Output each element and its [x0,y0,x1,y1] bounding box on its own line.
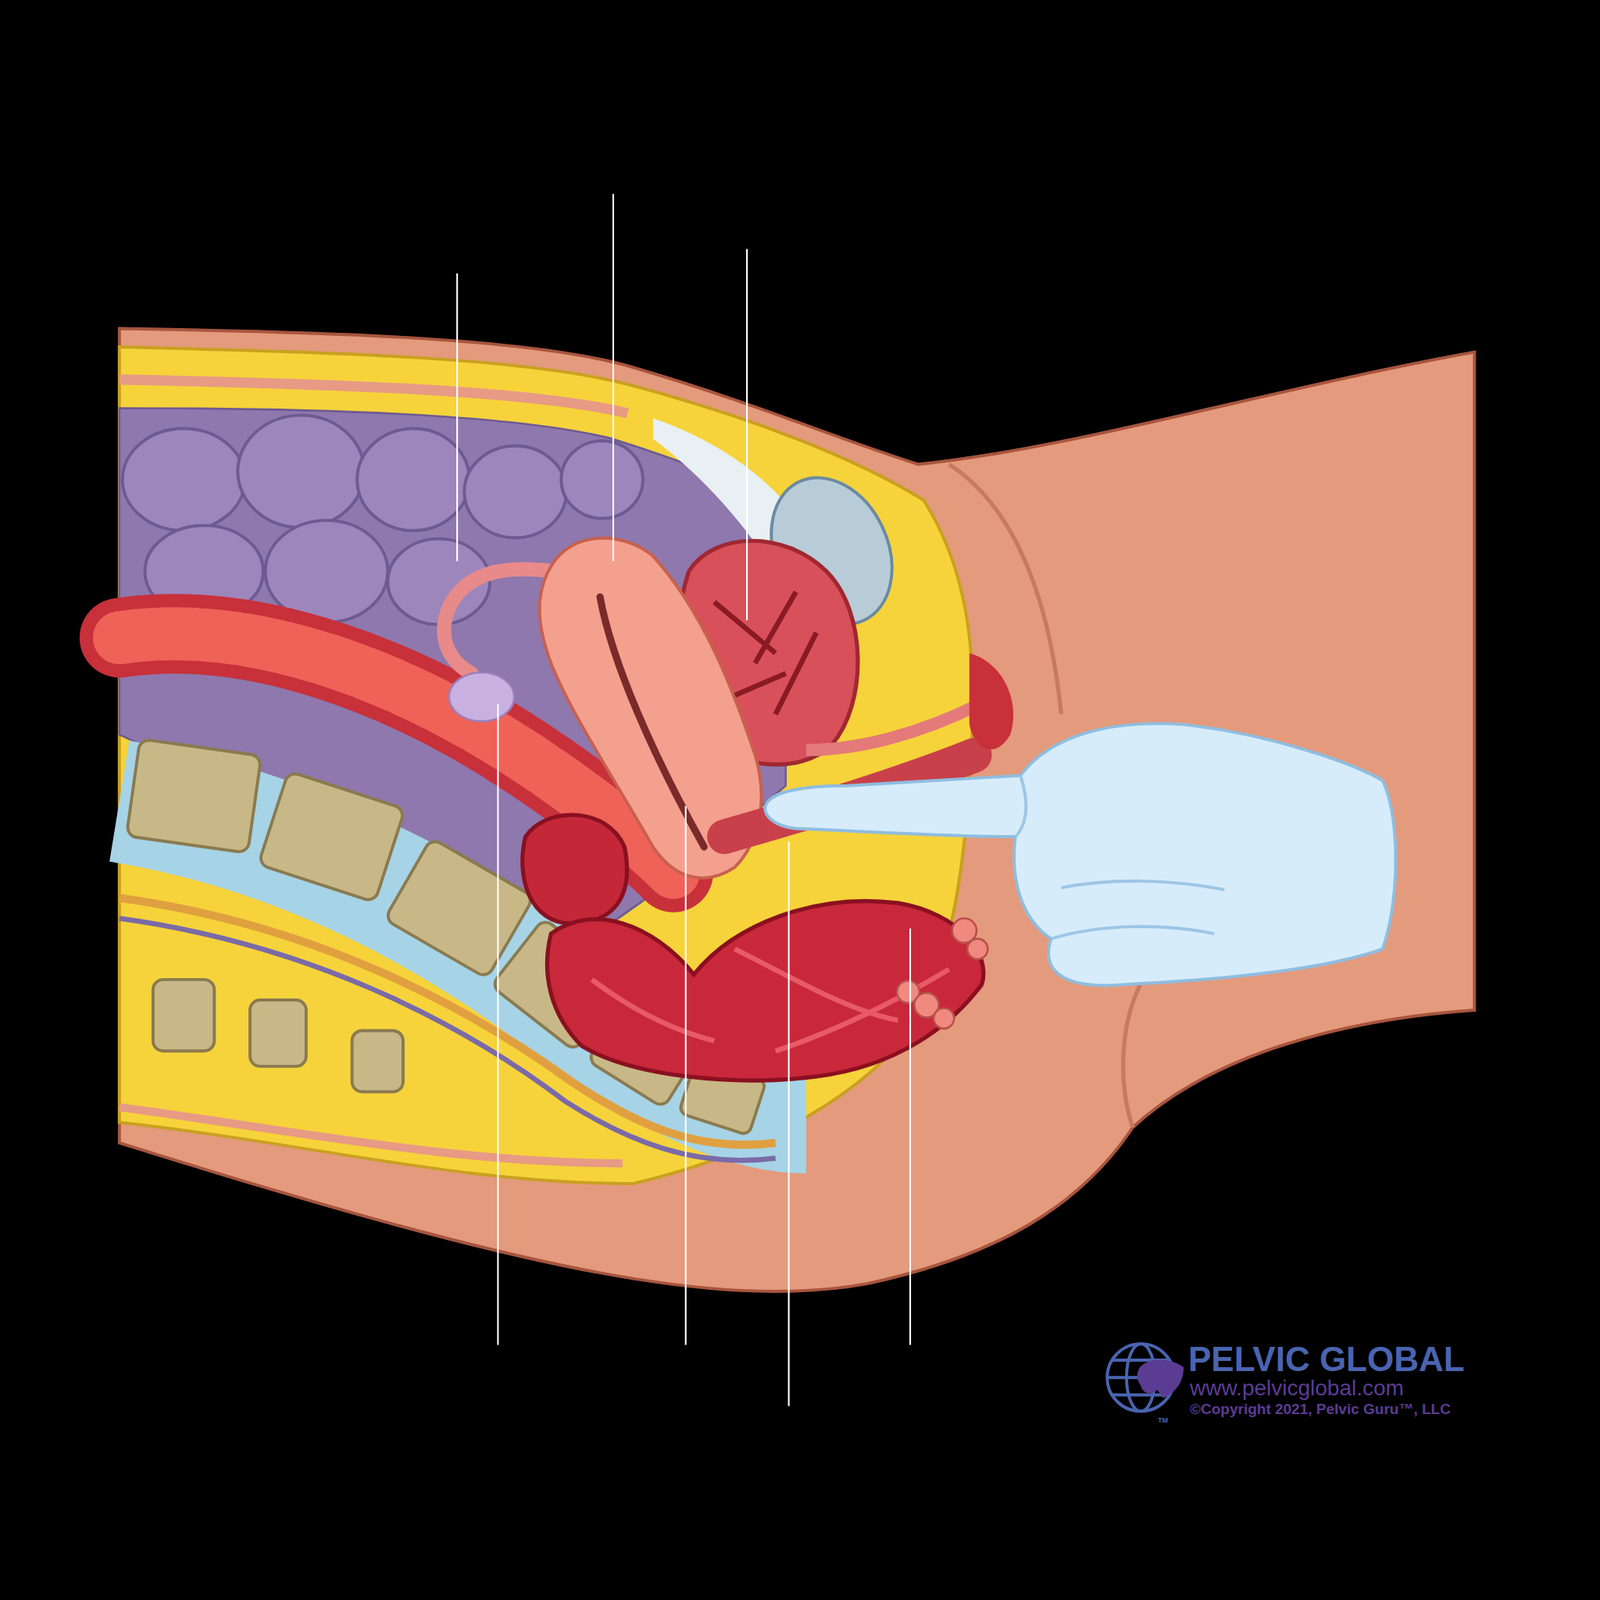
logo-url: www.pelvicglobal.com [1189,1376,1404,1401]
skin-fold [1123,979,1143,1128]
labia [969,653,1014,750]
urethra [806,703,980,750]
muscle-layer [119,1107,623,1164]
rectum [546,900,983,1080]
ovary [449,672,515,722]
glove-creases [1015,775,1225,940]
rectal-folds [592,949,950,1052]
spinous-processes [153,979,404,1093]
copyright-note: ©Copyright 2021, Pelvic Guru™, LLC [1189,1401,1451,1418]
uterine-cavity [600,596,704,847]
gloved-hand [764,723,1396,986]
trademark-mark: TM [1157,1417,1168,1425]
logo-pelvis [1137,1359,1184,1398]
logo-title: PELVIC GLOBAL [1188,1340,1465,1379]
sigmoid-colon [522,814,628,924]
leader-lines [457,193,911,1407]
body-outline [119,328,1475,1292]
